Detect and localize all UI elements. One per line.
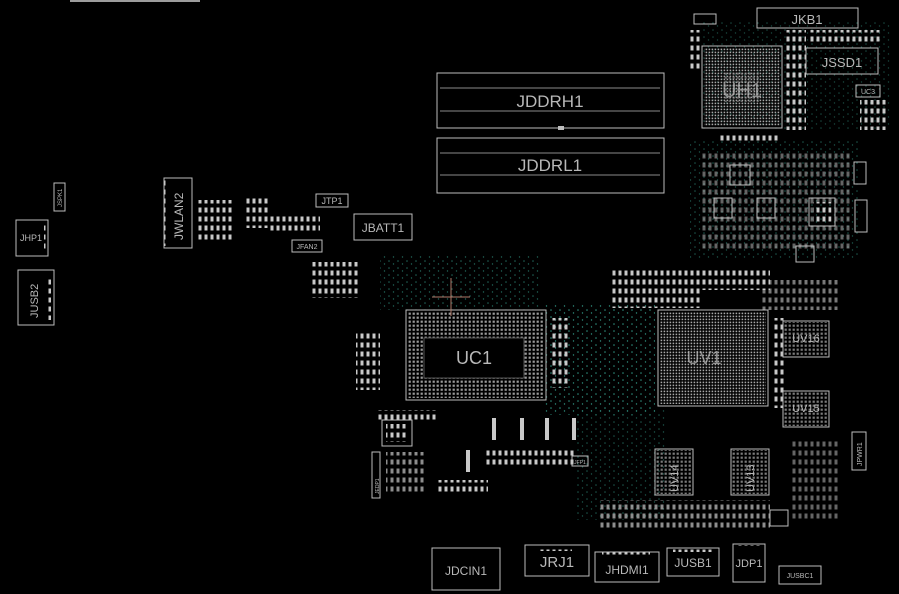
component-JSPK1: JSPK1 — [53, 182, 66, 212]
smd-group — [310, 262, 360, 298]
smd-group — [810, 30, 880, 44]
component-JDDRL1: JDDRL1 — [436, 137, 665, 194]
svg-text:JFAN2: JFAN2 — [296, 244, 317, 251]
component-JTP1: JTP1 — [315, 193, 349, 208]
component-JUSB1: JUSB1 — [666, 547, 720, 577]
smd-group — [196, 200, 234, 240]
component-UH1: UH1 — [701, 45, 783, 129]
component-JRJ1: JRJ1 — [524, 544, 590, 577]
svg-text:JSPK1: JSPK1 — [58, 188, 64, 207]
small-connector-top — [693, 13, 717, 25]
svg-text:JWLAN2: JWLAN2 — [172, 192, 186, 240]
svg-text:JHP1: JHP1 — [20, 233, 42, 243]
smd-group — [484, 450, 574, 466]
inductor-row — [466, 418, 576, 472]
component-JBATT1: JBATT1 — [353, 213, 413, 241]
component-UC1: UC1 — [405, 309, 547, 401]
smd-group — [386, 452, 426, 492]
svg-text:JBATT1: JBATT1 — [362, 221, 405, 235]
svg-text:JDCIN1: JDCIN1 — [445, 564, 487, 578]
component-JKB1: JKB1 — [756, 7, 859, 29]
svg-text:UV14: UV14 — [669, 464, 681, 492]
svg-text:UV13: UV13 — [745, 464, 757, 492]
component-JUSBC1: JUSBC1 — [778, 565, 822, 585]
smd-group — [786, 30, 806, 130]
svg-text:JDDRL1: JDDRL1 — [518, 156, 582, 175]
component-JUSB2: JUSB2 — [17, 269, 55, 326]
smd-group — [690, 270, 770, 290]
svg-text:JFP1: JFP1 — [574, 460, 586, 466]
svg-text:UC3: UC3 — [861, 89, 875, 96]
component-UV16: UV16 — [782, 320, 830, 358]
svg-text:JTP1: JTP1 — [321, 196, 342, 206]
smd-group — [760, 280, 840, 310]
component-UC3: UC3 — [855, 84, 881, 98]
component-JDP1: JDP1 — [732, 543, 766, 583]
smd-group — [356, 330, 380, 390]
smd-group — [700, 150, 850, 250]
component-JHDMI1: JHDMI1 — [594, 551, 660, 583]
svg-text:JRJ1: JRJ1 — [540, 554, 574, 571]
svg-text:UV15: UV15 — [792, 403, 820, 415]
svg-text:JEDP1: JEDP1 — [375, 478, 381, 494]
component-JWLAN2: JWLAN2 — [163, 177, 193, 249]
svg-text:UH1: UH1 — [722, 80, 762, 102]
svg-text:JKB1: JKB1 — [791, 12, 822, 27]
smd-group — [790, 440, 840, 520]
smd-group — [244, 198, 270, 228]
svg-text:JUSB2: JUSB2 — [29, 284, 41, 318]
smd-group — [600, 500, 770, 530]
component-JDDRH1: JDDRH1 — [436, 72, 665, 130]
smd-group — [688, 30, 702, 70]
placement-marker — [432, 278, 470, 316]
svg-text:JSSD1: JSSD1 — [822, 55, 862, 70]
svg-text:JDDRH1: JDDRH1 — [516, 92, 583, 111]
component-JEDP1: JEDP1 — [371, 451, 381, 499]
component-JPWR1: JPWR1 — [851, 431, 867, 471]
svg-text:UC1: UC1 — [456, 348, 492, 368]
smd-group — [612, 268, 702, 308]
component-JDCIN1: JDCIN1 — [431, 547, 501, 591]
svg-text:UV1: UV1 — [686, 348, 721, 368]
smd-group — [436, 480, 488, 494]
component-UV1: UV1 — [657, 309, 769, 407]
smd-group — [720, 134, 780, 144]
svg-text:JPWR1: JPWR1 — [857, 442, 864, 466]
svg-text:UV16: UV16 — [792, 333, 820, 345]
component-UV15: UV15 — [782, 390, 830, 428]
ic-square — [769, 509, 789, 527]
smd-group — [378, 410, 438, 420]
ic-pads — [386, 424, 408, 442]
ic-small — [853, 161, 867, 185]
component-JHP1: JHP1 — [15, 219, 49, 257]
ic-small — [854, 199, 868, 233]
svg-text:JDP1: JDP1 — [736, 558, 763, 570]
smd-group — [772, 318, 784, 408]
svg-text:JHDMI1: JHDMI1 — [605, 563, 649, 577]
svg-text:JUSBC1: JUSBC1 — [787, 573, 814, 580]
smd-group — [550, 318, 570, 388]
component-UV13: UV13 — [730, 448, 770, 496]
component-UV14: UV14 — [654, 448, 694, 496]
svg-text:JUSB1: JUSB1 — [674, 556, 712, 570]
via-field-cpu-top — [380, 255, 540, 310]
smd-group — [860, 100, 886, 130]
smd-group — [270, 216, 320, 234]
component-JFAN2: JFAN2 — [291, 239, 323, 253]
